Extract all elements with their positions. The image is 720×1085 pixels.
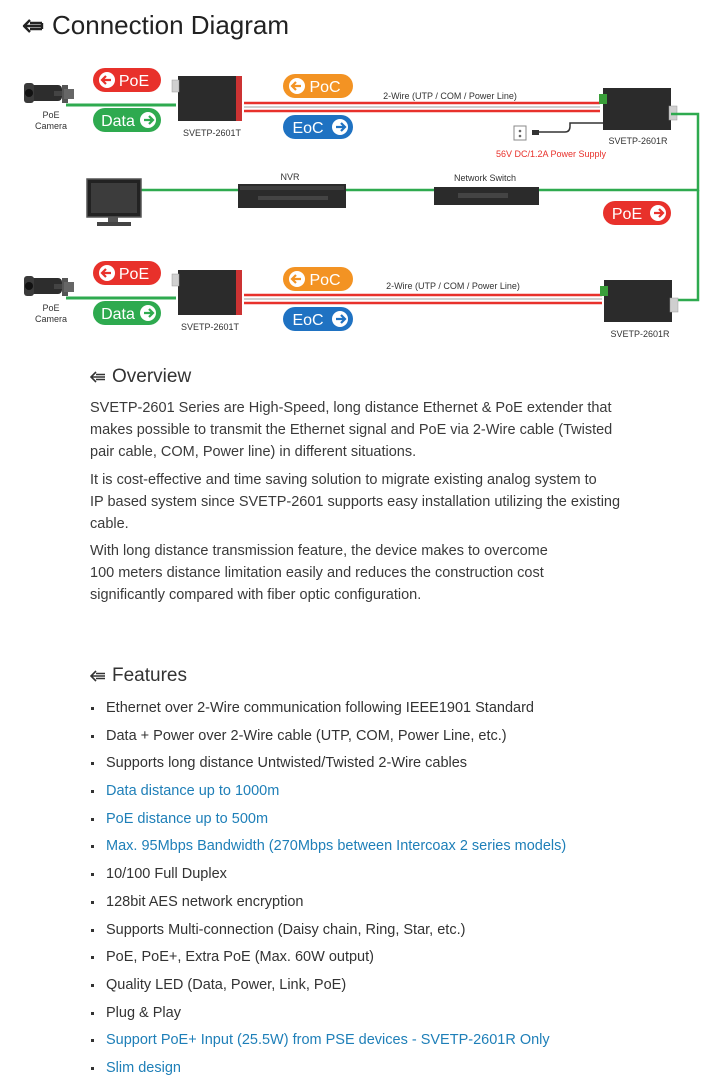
- camera-2-label-2: Camera: [35, 314, 67, 324]
- feature-item: PoE, PoE+, Extra PoE (Max. 60W output): [90, 946, 690, 974]
- feature-item: Ethernet over 2-Wire communication follo…: [90, 697, 690, 725]
- camera-icon-2: [24, 276, 74, 296]
- page-title-row: Connection Diagram: [22, 10, 289, 41]
- feature-item: Slim design: [90, 1057, 690, 1085]
- receiver-2-label: SVETP-2601R: [610, 329, 670, 339]
- camera-icon: [24, 83, 74, 103]
- network-switch-icon: [434, 187, 539, 205]
- overview-line: With long distance transmission feature,…: [90, 543, 548, 559]
- receiver-box: [598, 87, 678, 131]
- poe-badge-right-label: PoE: [612, 206, 642, 223]
- nvr-label: NVR: [280, 172, 300, 182]
- feature-item: Data distance up to 1000m: [90, 780, 690, 808]
- data-badge-label: Data: [101, 113, 135, 130]
- wire-label: 2-Wire (UTP / COM / Power Line): [383, 91, 517, 101]
- overview-line: It is cost-effective and time saving sol…: [90, 472, 597, 488]
- wire-label-2: 2-Wire (UTP / COM / Power Line): [386, 281, 520, 291]
- eoc-badge: EoC: [283, 115, 353, 139]
- poe-badge-right: PoE: [603, 201, 671, 225]
- data-badge-2: Data: [93, 301, 161, 325]
- eoc-badge-label: EoC: [292, 120, 323, 137]
- feature-item: 128bit AES network encryption: [90, 891, 690, 919]
- power-supply-label: 56V DC/1.2A Power Supply: [496, 149, 607, 159]
- overview-paragraph-3: With long distance transmission feature,…: [90, 540, 650, 606]
- back-arrow-icon: [22, 18, 44, 33]
- poc-badge: PoC: [283, 74, 353, 98]
- feature-item: 10/100 Full Duplex: [90, 863, 690, 891]
- nvr-icon: [238, 184, 346, 208]
- poe-badge: PoE: [93, 68, 161, 92]
- receiver-box-2: [599, 279, 679, 323]
- overview-line: IP based system since SVETP-2601 support…: [90, 494, 621, 510]
- features-heading-row: Features: [90, 665, 187, 687]
- poe-badge-2: PoE: [93, 261, 161, 285]
- overview-heading: Overview: [112, 366, 192, 387]
- features-list: Ethernet over 2-Wire communication follo…: [90, 697, 690, 1085]
- page-title: Connection Diagram: [52, 10, 290, 40]
- feature-item: Max. 95Mbps Bandwidth (270Mbps between I…: [90, 835, 690, 863]
- switch-label: Network Switch: [454, 173, 516, 183]
- transmitter-box-2: [171, 269, 243, 316]
- feature-item: Quality LED (Data, Power, Link, PoE): [90, 974, 690, 1002]
- feature-item: Data + Power over 2-Wire cable (UTP, COM…: [90, 725, 690, 753]
- poc-badge-label: PoC: [309, 79, 340, 96]
- back-arrow-icon: [90, 670, 105, 682]
- overview-line: makes possible to transmit the Ethernet …: [90, 422, 613, 438]
- feature-item: Supports long distance Untwisted/Twisted…: [90, 752, 690, 780]
- data-badge-2-label: Data: [101, 306, 135, 323]
- back-arrow-icon: [90, 371, 105, 383]
- power-outlet-icon: [513, 125, 539, 141]
- overview-paragraph-2: It is cost-effective and time saving sol…: [90, 469, 650, 535]
- eoc-badge-2: EoC: [283, 307, 353, 331]
- overview-line: cable.: [90, 516, 129, 532]
- camera-label-1: PoE: [42, 110, 59, 120]
- overview-line: 100 meters distance limitation easily an…: [90, 565, 544, 581]
- feature-item: Supports Multi-connection (Daisy chain, …: [90, 919, 690, 947]
- poe-badge-label: PoE: [119, 73, 149, 90]
- transmitter-2-label: SVETP-2601T: [181, 322, 240, 332]
- eoc-badge-2-label: EoC: [292, 312, 323, 329]
- feature-item: Support PoE+ Input (25.5W) from PSE devi…: [90, 1029, 690, 1057]
- data-badge: Data: [93, 108, 161, 132]
- feature-item: Plug & Play: [90, 1002, 690, 1030]
- overview-line: SVETP-2601 Series are High-Speed, long d…: [90, 400, 612, 416]
- receiver-label: SVETP-2601R: [608, 136, 668, 146]
- feature-item: PoE distance up to 500m: [90, 808, 690, 836]
- features-heading: Features: [112, 665, 187, 686]
- monitor-icon: [86, 178, 142, 226]
- poe-badge-2-label: PoE: [119, 266, 149, 283]
- overview-heading-row: Overview: [90, 366, 191, 388]
- overview-paragraph-1: SVETP-2601 Series are High-Speed, long d…: [90, 397, 650, 463]
- transmitter-label: SVETP-2601T: [183, 128, 242, 138]
- camera-label-2: Camera: [35, 121, 67, 131]
- connection-diagram: PoE Camera PoE Data SVETP-2601T 2-Wire (…: [24, 68, 700, 339]
- poc-badge-2-label: PoC: [309, 272, 340, 289]
- overview-line: pair cable, COM, Power line) in differen…: [90, 444, 417, 460]
- overview-line: significantly compared with fiber optic …: [90, 587, 422, 603]
- poc-badge-2: PoC: [283, 267, 353, 291]
- transmitter-box: [171, 75, 243, 122]
- camera-2-label-1: PoE: [42, 303, 59, 313]
